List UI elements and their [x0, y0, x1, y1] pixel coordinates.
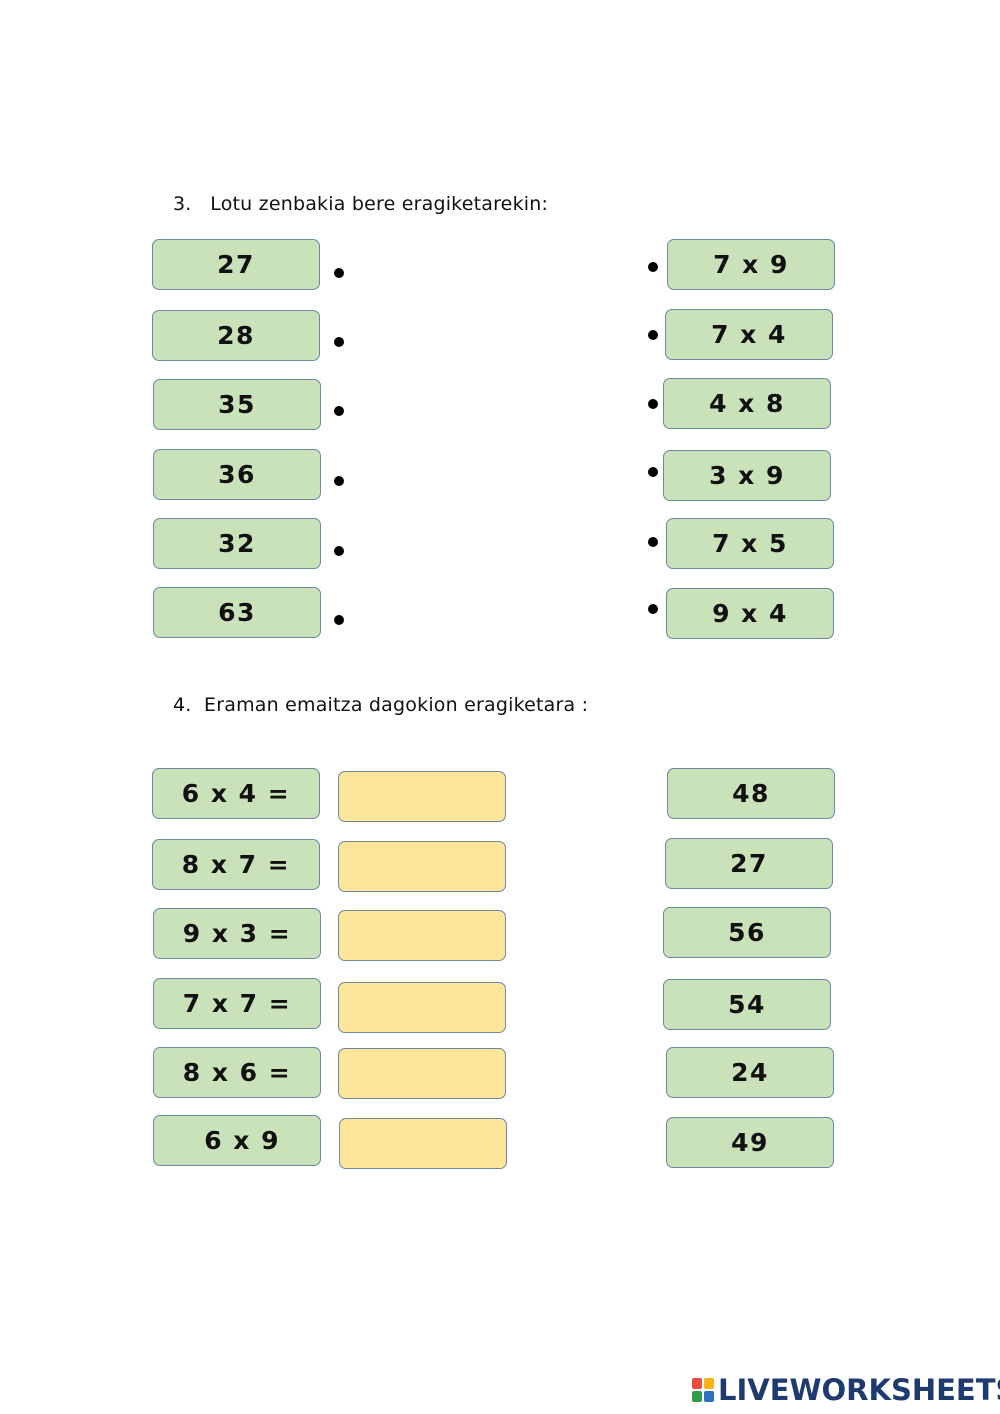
answer-drop-zone[interactable] — [339, 1118, 507, 1169]
left-match-dot[interactable] — [334, 406, 344, 416]
operation-box: 6 x 9 — [153, 1115, 321, 1166]
draggable-answer[interactable]: 49 — [666, 1117, 834, 1168]
match-number-box[interactable]: 27 — [152, 239, 320, 290]
section-4-instruction: 4. Eraman emaitza dagokion eragiketara : — [173, 694, 589, 716]
draggable-answer[interactable]: 27 — [665, 838, 833, 889]
match-number-box[interactable]: 32 — [153, 518, 321, 569]
match-operation-box[interactable]: 3 x 9 — [663, 450, 831, 501]
left-match-dot[interactable] — [334, 268, 344, 278]
match-operation-box[interactable]: 7 x 4 — [665, 309, 833, 360]
match-number-box[interactable]: 28 — [152, 310, 320, 361]
right-match-dot[interactable] — [648, 537, 658, 547]
right-match-dot[interactable] — [648, 399, 658, 409]
answer-drop-zone[interactable] — [338, 1048, 506, 1099]
left-match-dot[interactable] — [334, 546, 344, 556]
right-match-dot[interactable] — [648, 604, 658, 614]
match-number-box[interactable]: 63 — [153, 587, 321, 638]
match-operation-box[interactable]: 9 x 4 — [666, 588, 834, 639]
answer-drop-zone[interactable] — [338, 982, 506, 1033]
match-operation-box[interactable]: 4 x 8 — [663, 378, 831, 429]
answer-drop-zone[interactable] — [338, 771, 506, 822]
operation-box: 9 x 3 = — [153, 908, 321, 959]
draggable-answer[interactable]: 24 — [666, 1047, 834, 1098]
match-number-box[interactable]: 35 — [153, 379, 321, 430]
draggable-answer[interactable]: 48 — [667, 768, 835, 819]
match-operation-box[interactable]: 7 x 5 — [666, 518, 834, 569]
operation-box: 6 x 4 = — [152, 768, 320, 819]
match-operation-box[interactable]: 7 x 9 — [667, 239, 835, 290]
operation-box: 8 x 7 = — [152, 839, 320, 890]
left-match-dot[interactable] — [334, 615, 344, 625]
draggable-answer[interactable]: 56 — [663, 907, 831, 958]
operation-box: 8 x 6 = — [153, 1047, 321, 1098]
draggable-answer[interactable]: 54 — [663, 979, 831, 1030]
operation-box: 7 x 7 = — [153, 978, 321, 1029]
liveworksheets-logo: LIVEWORKSHEETS — [692, 1373, 1000, 1407]
left-match-dot[interactable] — [334, 476, 344, 486]
left-match-dot[interactable] — [334, 337, 344, 347]
liveworksheets-logo-text: LIVEWORKSHEETS — [718, 1373, 1000, 1407]
answer-drop-zone[interactable] — [338, 841, 506, 892]
answer-drop-zone[interactable] — [338, 910, 506, 961]
liveworksheets-logo-icon — [692, 1378, 714, 1402]
right-match-dot[interactable] — [648, 262, 658, 272]
section-3-instruction: 3. Lotu zenbakia bere eragiketarekin: — [173, 193, 549, 215]
right-match-dot[interactable] — [648, 330, 658, 340]
match-number-box[interactable]: 36 — [153, 449, 321, 500]
right-match-dot[interactable] — [648, 467, 658, 477]
